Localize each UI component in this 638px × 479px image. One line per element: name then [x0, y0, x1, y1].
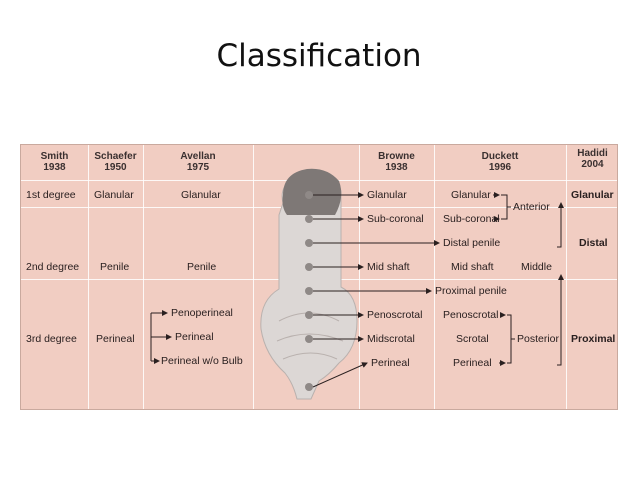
duckett-sub-coronal: Sub-coronal — [443, 213, 500, 225]
anatomy-diagram — [150, 168, 564, 400]
schaefer-perineal: Perineal — [96, 333, 135, 345]
slide-title: Classification — [216, 38, 422, 74]
browne-midscrotal: Midscrotal — [367, 333, 415, 345]
avellan-perineal-wo-bulb: Perineal w/o Bulb — [161, 355, 243, 367]
duckett-scrotal: Scrotal — [456, 333, 489, 345]
browne-perineal: Perineal — [371, 357, 410, 369]
browne-sub-coronal: Sub-coronal — [367, 213, 424, 225]
avellan-glanular: Glanular — [181, 189, 221, 201]
smith-2nd-degree: 2nd degree — [26, 261, 80, 273]
hadidi-distal: Distal — [579, 237, 608, 249]
avellan-penoperineal: Penoperineal — [171, 307, 233, 319]
hadidi-proximal: Proximal — [571, 333, 616, 345]
smith-1st-degree: 1st degree — [26, 189, 76, 201]
duckett-middle: Middle — [521, 261, 552, 273]
avellan-perineal: Perineal — [175, 331, 214, 343]
browne-penoscrotal: Penoscrotal — [367, 309, 423, 321]
glans-shape — [282, 168, 342, 215]
duckett-posterior: Posterior — [517, 333, 560, 345]
schaefer-penile: Penile — [100, 261, 130, 273]
browne-glanular: Glanular — [367, 189, 407, 201]
schaefer-glanular: Glanular — [94, 189, 134, 201]
avellan-penile: Penile — [187, 261, 217, 273]
duckett-penoscrotal: Penoscrotal — [443, 309, 499, 321]
duckett-glanular: Glanular — [451, 189, 491, 201]
duckett-perineal: Perineal — [453, 357, 492, 369]
browne-distal-penile: Distal penile — [443, 237, 501, 249]
hadidi-glanular: Glanular — [571, 189, 614, 201]
browne-mid-shaft: Mid shaft — [367, 261, 410, 273]
browne-proximal-penile: Proximal penile — [435, 285, 507, 297]
duckett-mid-shaft: Mid shaft — [451, 261, 494, 273]
smith-3rd-degree: 3rd degree — [26, 333, 77, 345]
duckett-anterior: Anterior — [513, 201, 550, 213]
